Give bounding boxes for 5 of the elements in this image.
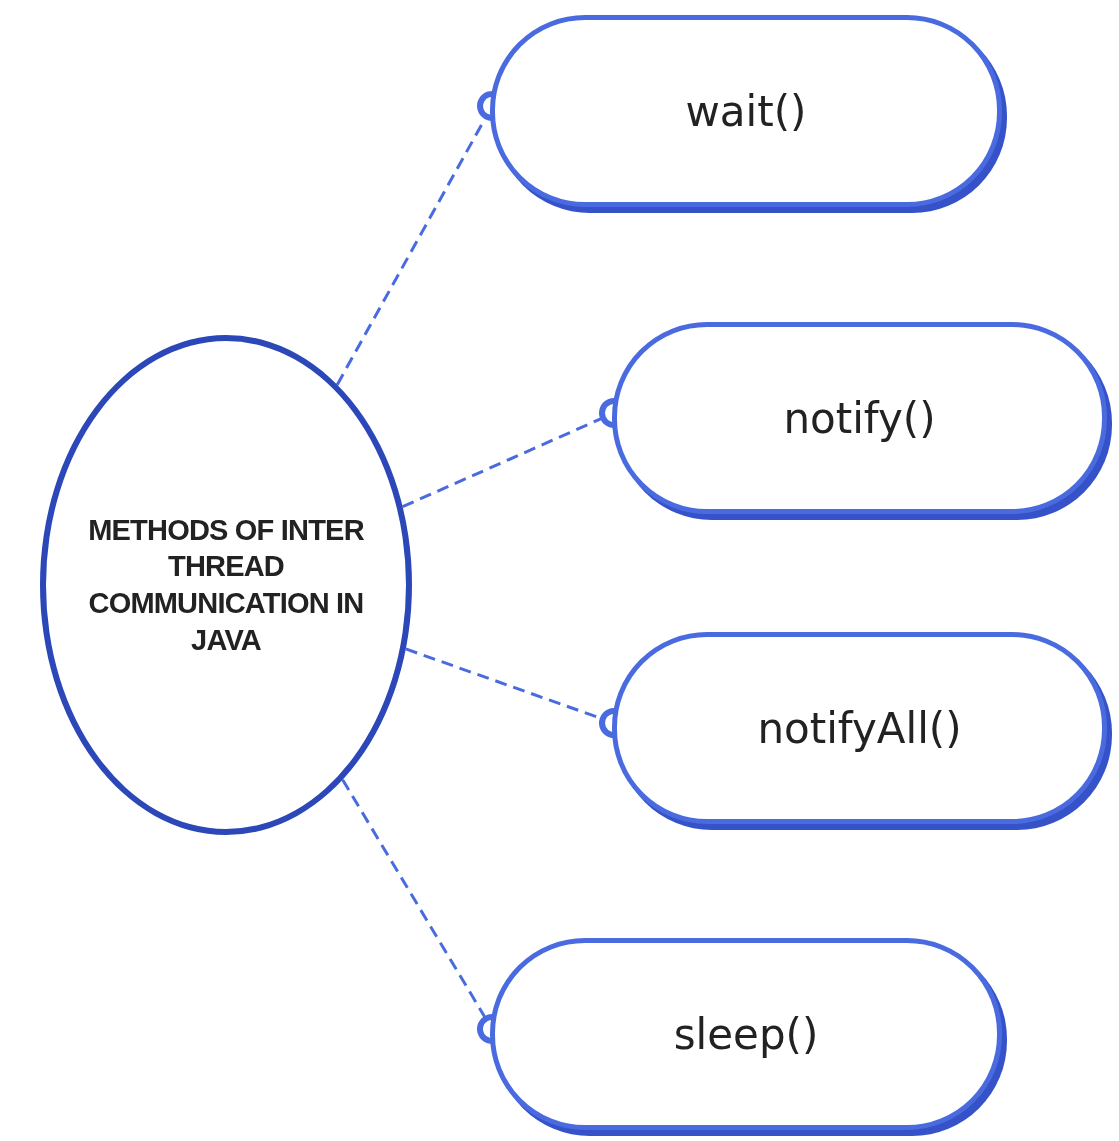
method-name: notifyAll(): [757, 703, 962, 753]
method-name: notify(): [783, 393, 936, 443]
topic-title: METHODS OF INTER THREAD COMMUNICATION IN JAVA: [87, 512, 365, 658]
method-name: wait(): [685, 86, 807, 136]
method-name: sleep(): [673, 1009, 819, 1059]
